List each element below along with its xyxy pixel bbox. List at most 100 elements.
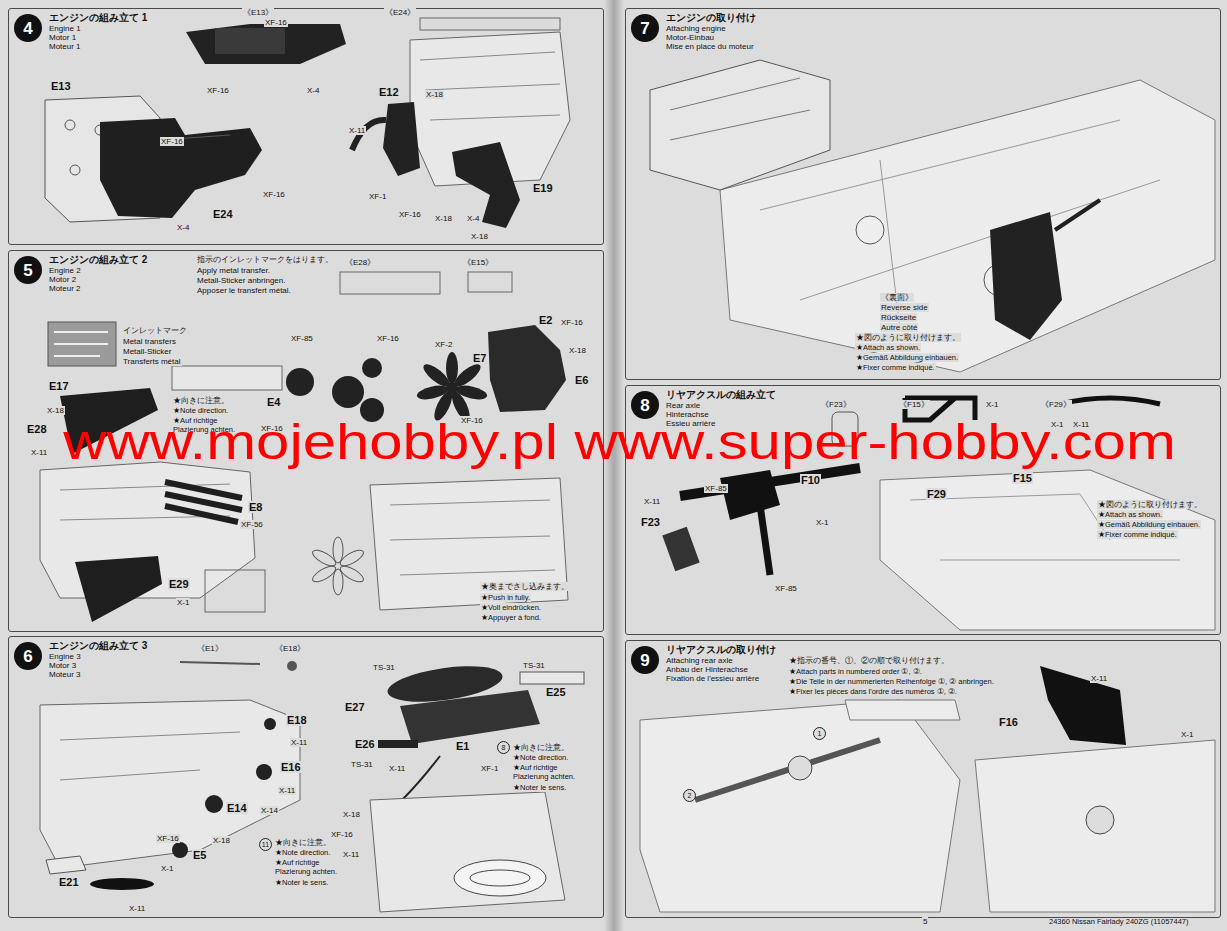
part-label: 《E13》 [242,8,274,17]
part-label: 《裏面》 [880,293,914,302]
step-number: 5 [14,256,42,284]
part-label: Metal transfers [122,337,177,346]
part-label: E2 [538,314,553,326]
part-label: XF-1 [480,764,499,773]
step-number: 4 [14,14,42,42]
part-label: E24 [212,208,234,220]
note-text: ★Fixer les pièces dans l'ordre des numér… [788,687,958,696]
part-label: X-18 [470,232,489,241]
step-subtitle: Rear axle [666,401,776,410]
step-number: 9 [631,646,659,674]
part-label: F16 [998,716,1019,728]
step-number-text: 5 [23,262,32,279]
part-label: インレットマーク [122,326,188,335]
step-subtitle: Attaching rear axle [666,656,776,665]
part-label: X-18 [46,406,65,415]
step-subtitle: Engine 1 [49,24,147,33]
part-label: X-18 [425,90,444,99]
part-label: X-1 [985,400,999,409]
note-text: ★Auf richtige Plazierung achten. [274,858,346,876]
part-label: XF-16 [330,830,354,839]
note-text: ★Gemäß Abbildung einbauen. [855,353,959,362]
note-text: ★奥までさし込みます。 [480,582,570,591]
note-text: ★Note direction. [512,753,569,762]
note-text: ★Die Teile in der nummerierten Reihenfol… [788,677,995,686]
part-label: F10 [800,474,821,486]
part-label: TS-31 [350,760,374,769]
part-label: E19 [532,182,554,194]
part-label: Autre côté [880,323,918,332]
engine-parts-step4 [45,18,570,228]
note-text: ★Voll eindrücken. [480,603,542,612]
note-text: ★図のように取り付けます。 [1097,500,1203,509]
note-text: ★Attach parts in numbered order ①, ②. [788,667,923,676]
rear-axle-step9 [640,666,1215,912]
part-label: 《E28》 [344,258,376,267]
part-label: X-18 [568,346,587,355]
part-label: Transferts métal [122,357,182,366]
step-subtitle: Attaching engine [666,24,756,33]
note-text: ★Noter le sens. [274,878,329,887]
part-label: X-11 [348,126,366,135]
part-label: Apply metal transfer. [196,266,271,275]
part-label: 《F23》 [820,400,852,409]
callout-number: 11 [259,838,272,851]
note-text: ★Push in fully. [480,593,531,602]
part-label: TS-31 [522,661,546,670]
part-label: X-11 [342,850,360,859]
part-label: 《E1》 [196,644,224,653]
part-label: X-11 [128,904,146,913]
callout-number: 1 [813,727,826,740]
step-title: リヤアクスルの組み立て [666,389,776,401]
step-panel: エンジンの取り付けAttaching engineMotor-EinbauMis… [625,8,1221,380]
part-label: XF-85 [290,334,314,343]
step-subtitle: Moteur 3 [49,670,147,679]
step-subtitle: Fixation de l'essieu arrière [666,674,776,683]
part-label: E28 [26,423,48,435]
part-label: Reverse side [880,303,929,312]
engine-parts-step6 [40,660,584,912]
step-number-text: 9 [640,652,649,669]
part-label: X-11 [290,738,308,747]
part-label: E8 [248,501,263,513]
part-label: X-11 [1090,674,1108,683]
part-label: E6 [574,374,589,386]
note-text: ★Note direction. [172,406,229,415]
part-label: X-11 [643,497,661,506]
step-subtitle: Moteur 2 [49,284,147,293]
part-label: E17 [48,380,70,392]
part-label: 《E18》 [274,644,306,653]
part-label: Rückseite [880,313,917,322]
note-text: ★指示の番号、①、②の順で取り付けます。 [788,656,950,665]
footer-text: 24360 Nissan Fairlady 240ZG (11057447) [1048,917,1190,926]
part-label: 《F15》 [898,400,930,409]
step-number: 7 [631,14,659,42]
step-subtitle: Motor 3 [49,661,147,670]
step-number: 8 [631,391,659,419]
part-label: E1 [455,740,470,752]
part-label: X-4 [176,223,190,232]
note-text: ★Fixer comme indiqué. [855,363,936,372]
part-label: X-18 [342,810,361,819]
part-label: E16 [280,761,302,773]
part-label: X-1 [1180,730,1194,739]
step-title: エンジンの組み立て 2 [49,254,147,266]
part-label: X-18 [212,836,231,845]
part-label: X-4 [306,86,320,95]
part-label: 《F29》 [1040,400,1072,409]
part-label: X-1 [815,518,829,527]
part-label: 《E24》 [384,8,416,17]
part-label: 指示のインレットマークをはります。 [196,255,334,264]
chassis-engine-step7 [650,60,1215,372]
part-label: XF-85 [704,484,728,493]
part-label: X-18 [434,214,453,223]
note-text: ★Note direction. [274,848,331,857]
part-label: XF-16 [160,137,184,146]
part-label: 5 [922,917,928,926]
step-panel: エンジンの組み立て 1Engine 1Motor 1Moteur 14 [8,8,604,245]
note-text: ★Attach as shown. [1097,510,1163,519]
watermark: www.mojehobby.pl www.super-hobby.com [62,416,1177,468]
part-label: F23 [640,516,661,528]
note-text: ★Attach as shown. [855,343,921,352]
part-label: XF-16 [262,190,286,199]
